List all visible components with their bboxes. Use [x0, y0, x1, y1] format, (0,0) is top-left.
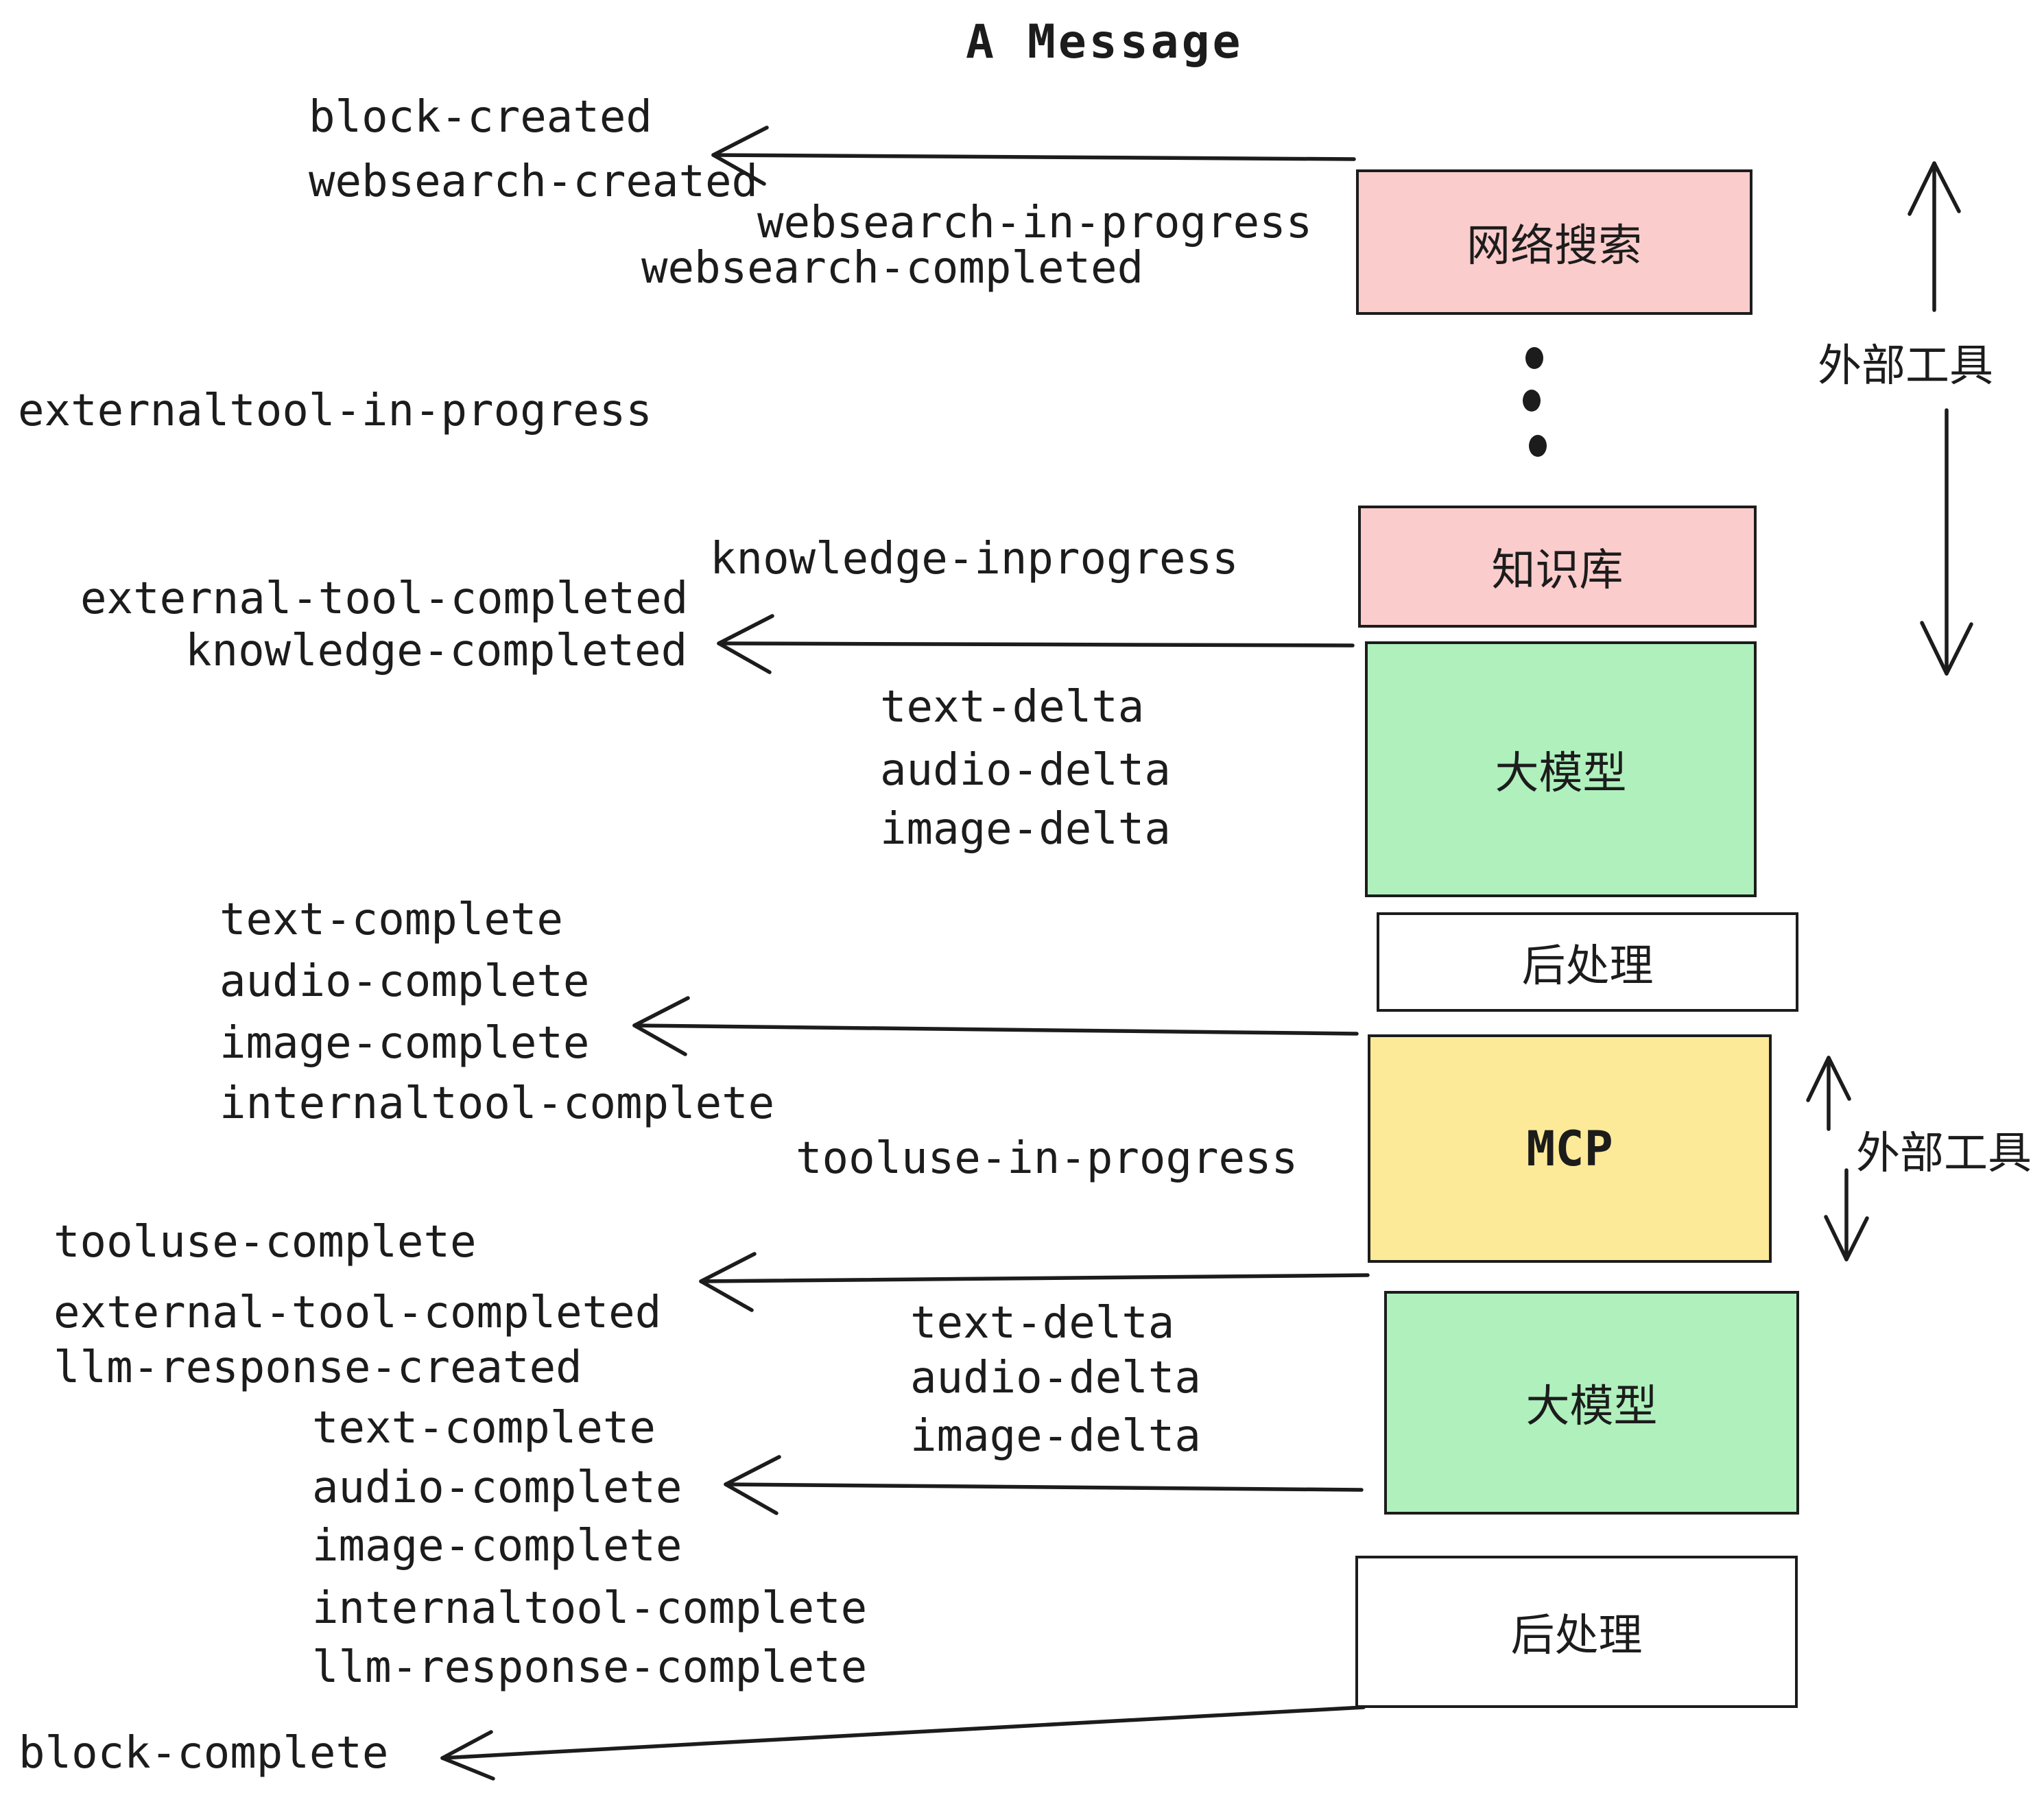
arrow-internal-complete-icon — [632, 996, 1359, 1056]
arrow-llm2-complete-icon — [724, 1455, 1364, 1515]
event-label-block-created: block-created — [309, 92, 652, 143]
arrow-knowledge-completed-icon — [717, 614, 1355, 674]
event-label-external-tool-completed-2: external-tool-completed — [54, 1287, 662, 1338]
box-llm-2: 大模型 — [1384, 1291, 1799, 1515]
external-tools-mid-down-arrow-icon — [1824, 1168, 1869, 1261]
event-label-block-complete: block-complete — [19, 1728, 389, 1779]
event-label-image-complete-2: image-complete — [312, 1521, 682, 1571]
event-label-image-complete-1: image-complete — [219, 1018, 590, 1069]
event-label-externaltool-in-progress: externaltool-in-progress — [18, 385, 652, 436]
event-label-audio-delta-2: audio-delta — [910, 1353, 1201, 1403]
event-label-tooluse-in-progress: tooluse-in-progress — [796, 1133, 1298, 1184]
event-label-text-delta-1: text-delta — [880, 682, 1145, 733]
event-label-text-delta-2: text-delta — [910, 1298, 1175, 1349]
event-label-audio-complete-1: audio-complete — [219, 956, 590, 1007]
box-mcp: MCP — [1368, 1034, 1772, 1263]
box-knowledge-label: 知识库 — [1491, 545, 1624, 595]
event-label-tooluse-complete: tooluse-complete — [54, 1217, 477, 1268]
event-label-audio-complete-2: audio-complete — [312, 1462, 682, 1513]
box-knowledge: 知识库 — [1358, 506, 1757, 628]
event-label-image-delta-2: image-delta — [910, 1411, 1201, 1462]
box-llm-1-label: 大模型 — [1495, 748, 1627, 798]
ellipsis-dot-1 — [1525, 347, 1543, 369]
event-label-websearch-completed: websearch-completed — [641, 243, 1144, 294]
event-label-llm-response-created: llm-response-created — [54, 1342, 582, 1393]
box-mcp-label: MCP — [1526, 1120, 1613, 1177]
box-websearch: 网络搜索 — [1356, 169, 1752, 315]
event-label-external-tool-completed-1: external-tool-completed — [80, 573, 689, 624]
external-tools-label-mid: 外部工具 — [1856, 1128, 2032, 1178]
external-tools-top-up-arrow-icon — [1908, 161, 1961, 312]
event-label-websearch-in-progress: websearch-in-progress — [757, 198, 1313, 248]
event-label-audio-delta-1: audio-delta — [880, 745, 1171, 796]
external-tools-top-down-arrow-icon — [1920, 408, 1973, 676]
box-websearch-label: 网络搜索 — [1466, 221, 1642, 270]
event-label-llm-response-complete: llm-response-complete — [312, 1642, 868, 1693]
event-label-websearch-created: websearch-created — [309, 156, 759, 207]
diagram-title: A Message — [966, 15, 1244, 69]
box-postprocess-1-label: 后处理 — [1521, 940, 1654, 990]
event-label-image-delta-1: image-delta — [880, 804, 1171, 855]
box-postprocess-2-label: 后处理 — [1510, 1611, 1643, 1660]
arrow-websearch-created-icon — [711, 126, 1356, 186]
box-postprocess-2: 后处理 — [1355, 1556, 1798, 1708]
event-label-text-complete-2: text-complete — [312, 1403, 656, 1453]
external-tools-mid-up-arrow-icon — [1806, 1056, 1851, 1131]
event-label-internaltool-complete-1: internaltool-complete — [219, 1078, 775, 1129]
box-llm-1: 大模型 — [1365, 641, 1757, 897]
arrow-block-complete-icon — [440, 1705, 1366, 1781]
external-tools-label-top: 外部工具 — [1818, 341, 1993, 390]
ellipsis-dot-2 — [1523, 390, 1541, 412]
event-label-internaltool-complete-2: internaltool-complete — [312, 1583, 868, 1634]
box-llm-2-label: 大模型 — [1525, 1381, 1658, 1431]
ellipsis-dot-3 — [1529, 435, 1547, 457]
box-postprocess-1: 后处理 — [1377, 912, 1798, 1012]
event-label-text-complete-1: text-complete — [219, 894, 563, 945]
event-label-knowledge-inprogress: knowledge-inprogress — [710, 534, 1239, 584]
event-label-knowledge-completed: knowledge-completed — [185, 626, 688, 676]
